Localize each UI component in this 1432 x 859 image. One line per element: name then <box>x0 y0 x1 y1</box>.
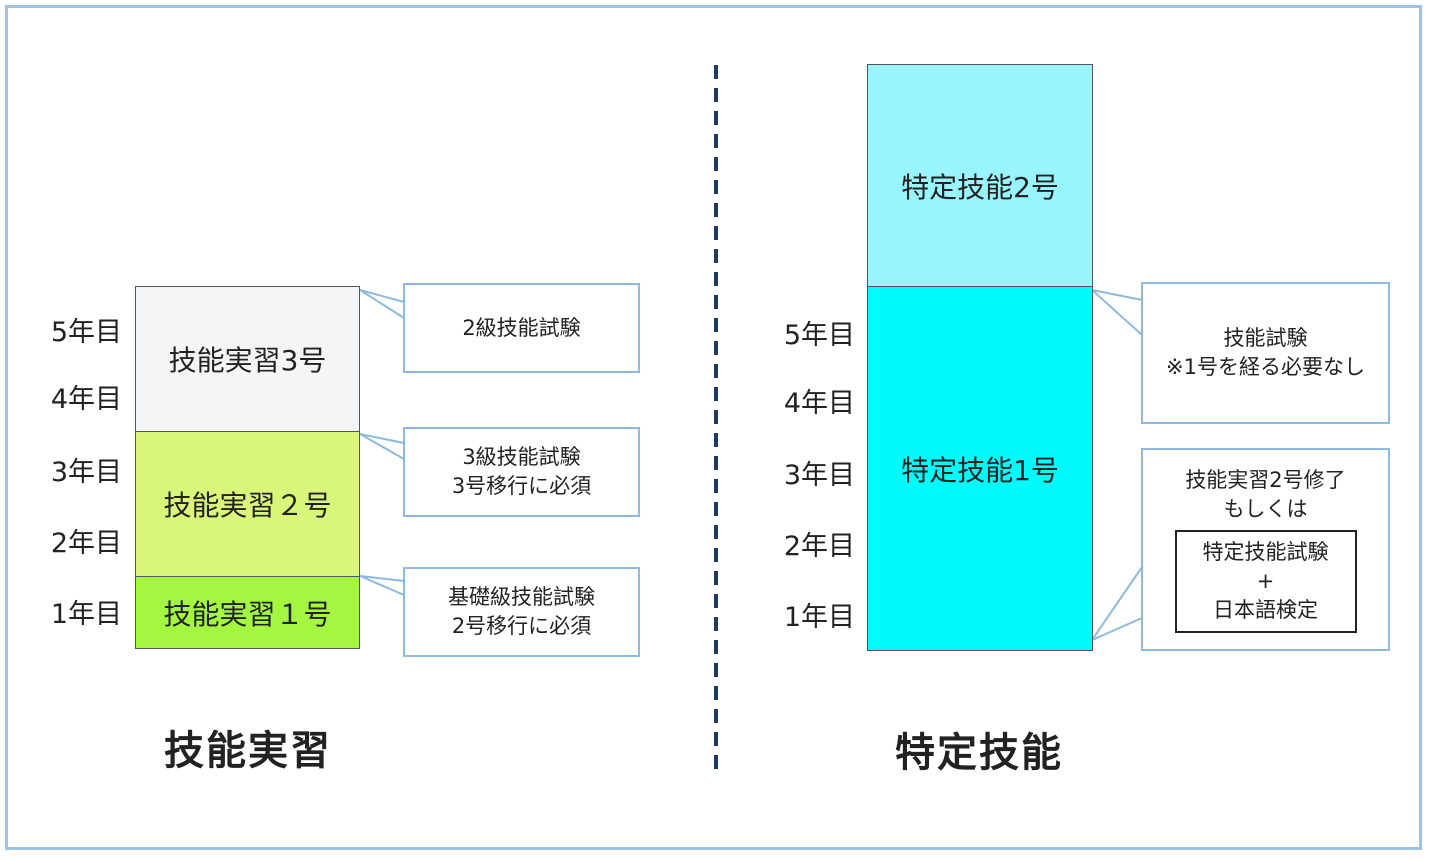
boxed-line: 特定技能試験 <box>1202 540 1329 564</box>
callout-3kyu-exam: 3級技能試験 3号移行に必須 <box>403 427 640 517</box>
callout-requirement: 技能実習2号修了 もしくは 特定技能試験 + 日本語検定 <box>1141 448 1390 651</box>
callout-skill-exam: 技能試験 ※1号を経る必要なし <box>1141 282 1390 424</box>
callout-tail-right-1 <box>1088 288 1143 336</box>
right-year-2: 2年目 <box>783 531 855 562</box>
requirement-boxed-note: 特定技能試験 + 日本語検定 <box>1174 530 1357 633</box>
left-title: 技能実習 <box>164 728 332 774</box>
tokutei-ginou-1-block: 特定技能1号 <box>867 286 1093 651</box>
callout-line: 3号移行に必須 <box>451 474 592 498</box>
right-year-5: 5年目 <box>783 320 855 351</box>
callout-line: 3級技能試験 <box>462 445 581 469</box>
boxed-line: 日本語検定 <box>1213 598 1318 622</box>
callout-line: もしくは <box>1223 497 1308 521</box>
right-title: 特定技能 <box>895 730 1063 776</box>
callout-kisokyu-exam: 基礎級技能試験 2号移行に必須 <box>403 567 640 657</box>
outer-frame <box>5 5 1422 850</box>
callout-tail-left-2 <box>359 433 405 460</box>
right-year-3: 3年目 <box>783 460 855 491</box>
right-year-1: 1年目 <box>783 602 855 633</box>
callout-line: 技能実習2号修了 <box>1185 468 1346 492</box>
boxed-line: + <box>1256 569 1275 593</box>
tokutei-ginou-2-block: 特定技能2号 <box>867 64 1093 288</box>
callout-line: ※1号を経る必要なし <box>1166 355 1365 379</box>
left-year-5: 5年目 <box>50 317 122 348</box>
callout-tail-left-3 <box>359 575 405 596</box>
ginou-jisshu-3-block: 技能実習3号 <box>135 286 360 432</box>
left-year-1: 1年目 <box>50 599 122 630</box>
callout-2kyu-exam: 2級技能試験 <box>403 283 640 373</box>
left-year-4: 4年目 <box>50 384 122 415</box>
callout-tail-left-1 <box>359 289 405 319</box>
callout-tail-right-2 <box>1089 566 1143 643</box>
right-year-4: 4年目 <box>783 388 855 419</box>
callout-line: 基礎級技能試験 <box>448 585 595 609</box>
ginou-jisshu-1-block: 技能実習１号 <box>135 576 360 649</box>
ginou-jisshu-2-block: 技能実習２号 <box>135 431 360 577</box>
left-year-3: 3年目 <box>50 457 122 488</box>
callout-line: 2級技能試験 <box>462 315 581 340</box>
callout-line: 2号移行に必須 <box>451 614 592 638</box>
left-year-2: 2年目 <box>50 528 122 559</box>
callout-line: 技能試験 <box>1223 326 1308 350</box>
